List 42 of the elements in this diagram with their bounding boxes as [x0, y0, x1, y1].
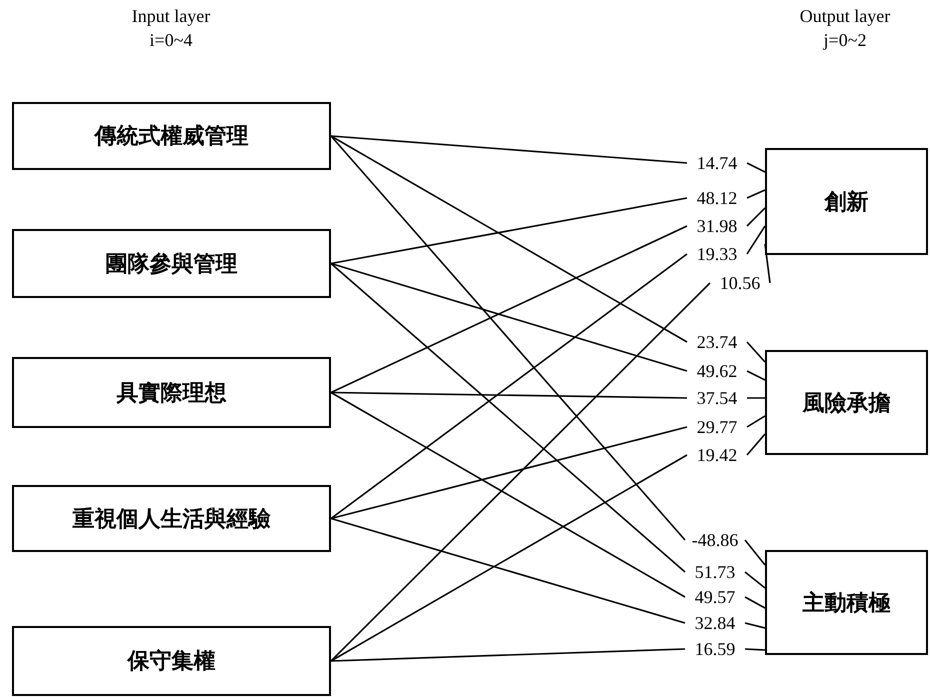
weight-label: -48.86 [690, 531, 740, 549]
connection-line [330, 392, 766, 399]
connection-line [330, 225, 766, 520]
weight-label: 32.84 [694, 614, 736, 632]
connection-line [330, 415, 766, 520]
weight-label: 29.77 [696, 418, 738, 436]
layer-box: 主動積極 [765, 550, 928, 655]
layer-box: 重視個人生活與經驗 [12, 485, 331, 552]
connection-line [330, 648, 766, 662]
weight-label: 14.74 [696, 154, 738, 172]
layer-heading: Input layer [132, 6, 210, 27]
weight-label: 19.33 [696, 245, 738, 263]
connection-line [330, 433, 766, 662]
connection-line [330, 518, 766, 629]
connection-line [330, 135, 766, 363]
connection-line [330, 189, 766, 264]
weight-label: 49.57 [694, 588, 736, 606]
weight-label: 49.62 [696, 362, 738, 380]
layer-box: 團隊參與管理 [12, 229, 331, 298]
layer-box: 具實際理想 [12, 357, 331, 428]
connection-line [330, 392, 766, 609]
connection-line [330, 262, 766, 589]
layer-box: 保守集權 [12, 626, 331, 696]
layer-box: 風險承擔 [765, 350, 928, 455]
weight-label: 23.74 [696, 333, 738, 351]
weight-label: 51.73 [694, 563, 736, 581]
weight-label: 16.59 [694, 640, 736, 658]
connection-line [330, 262, 766, 381]
layer-box: 傳統式權威管理 [12, 102, 331, 170]
connection-line [330, 243, 771, 662]
layer-heading: i=0~4 [150, 30, 192, 51]
layer-heading: j=0~2 [824, 30, 866, 51]
layer-heading: Output layer [800, 6, 890, 27]
weight-label: 10.56 [718, 274, 762, 292]
layer-box: 創新 [765, 148, 928, 255]
weight-label: 37.54 [696, 389, 738, 407]
connection-line [330, 135, 766, 173]
weight-label: 31.98 [696, 217, 738, 235]
connection-line [330, 135, 766, 566]
weight-label: 19.42 [696, 446, 738, 464]
connection-line [330, 207, 766, 394]
weight-label: 48.12 [696, 189, 738, 207]
